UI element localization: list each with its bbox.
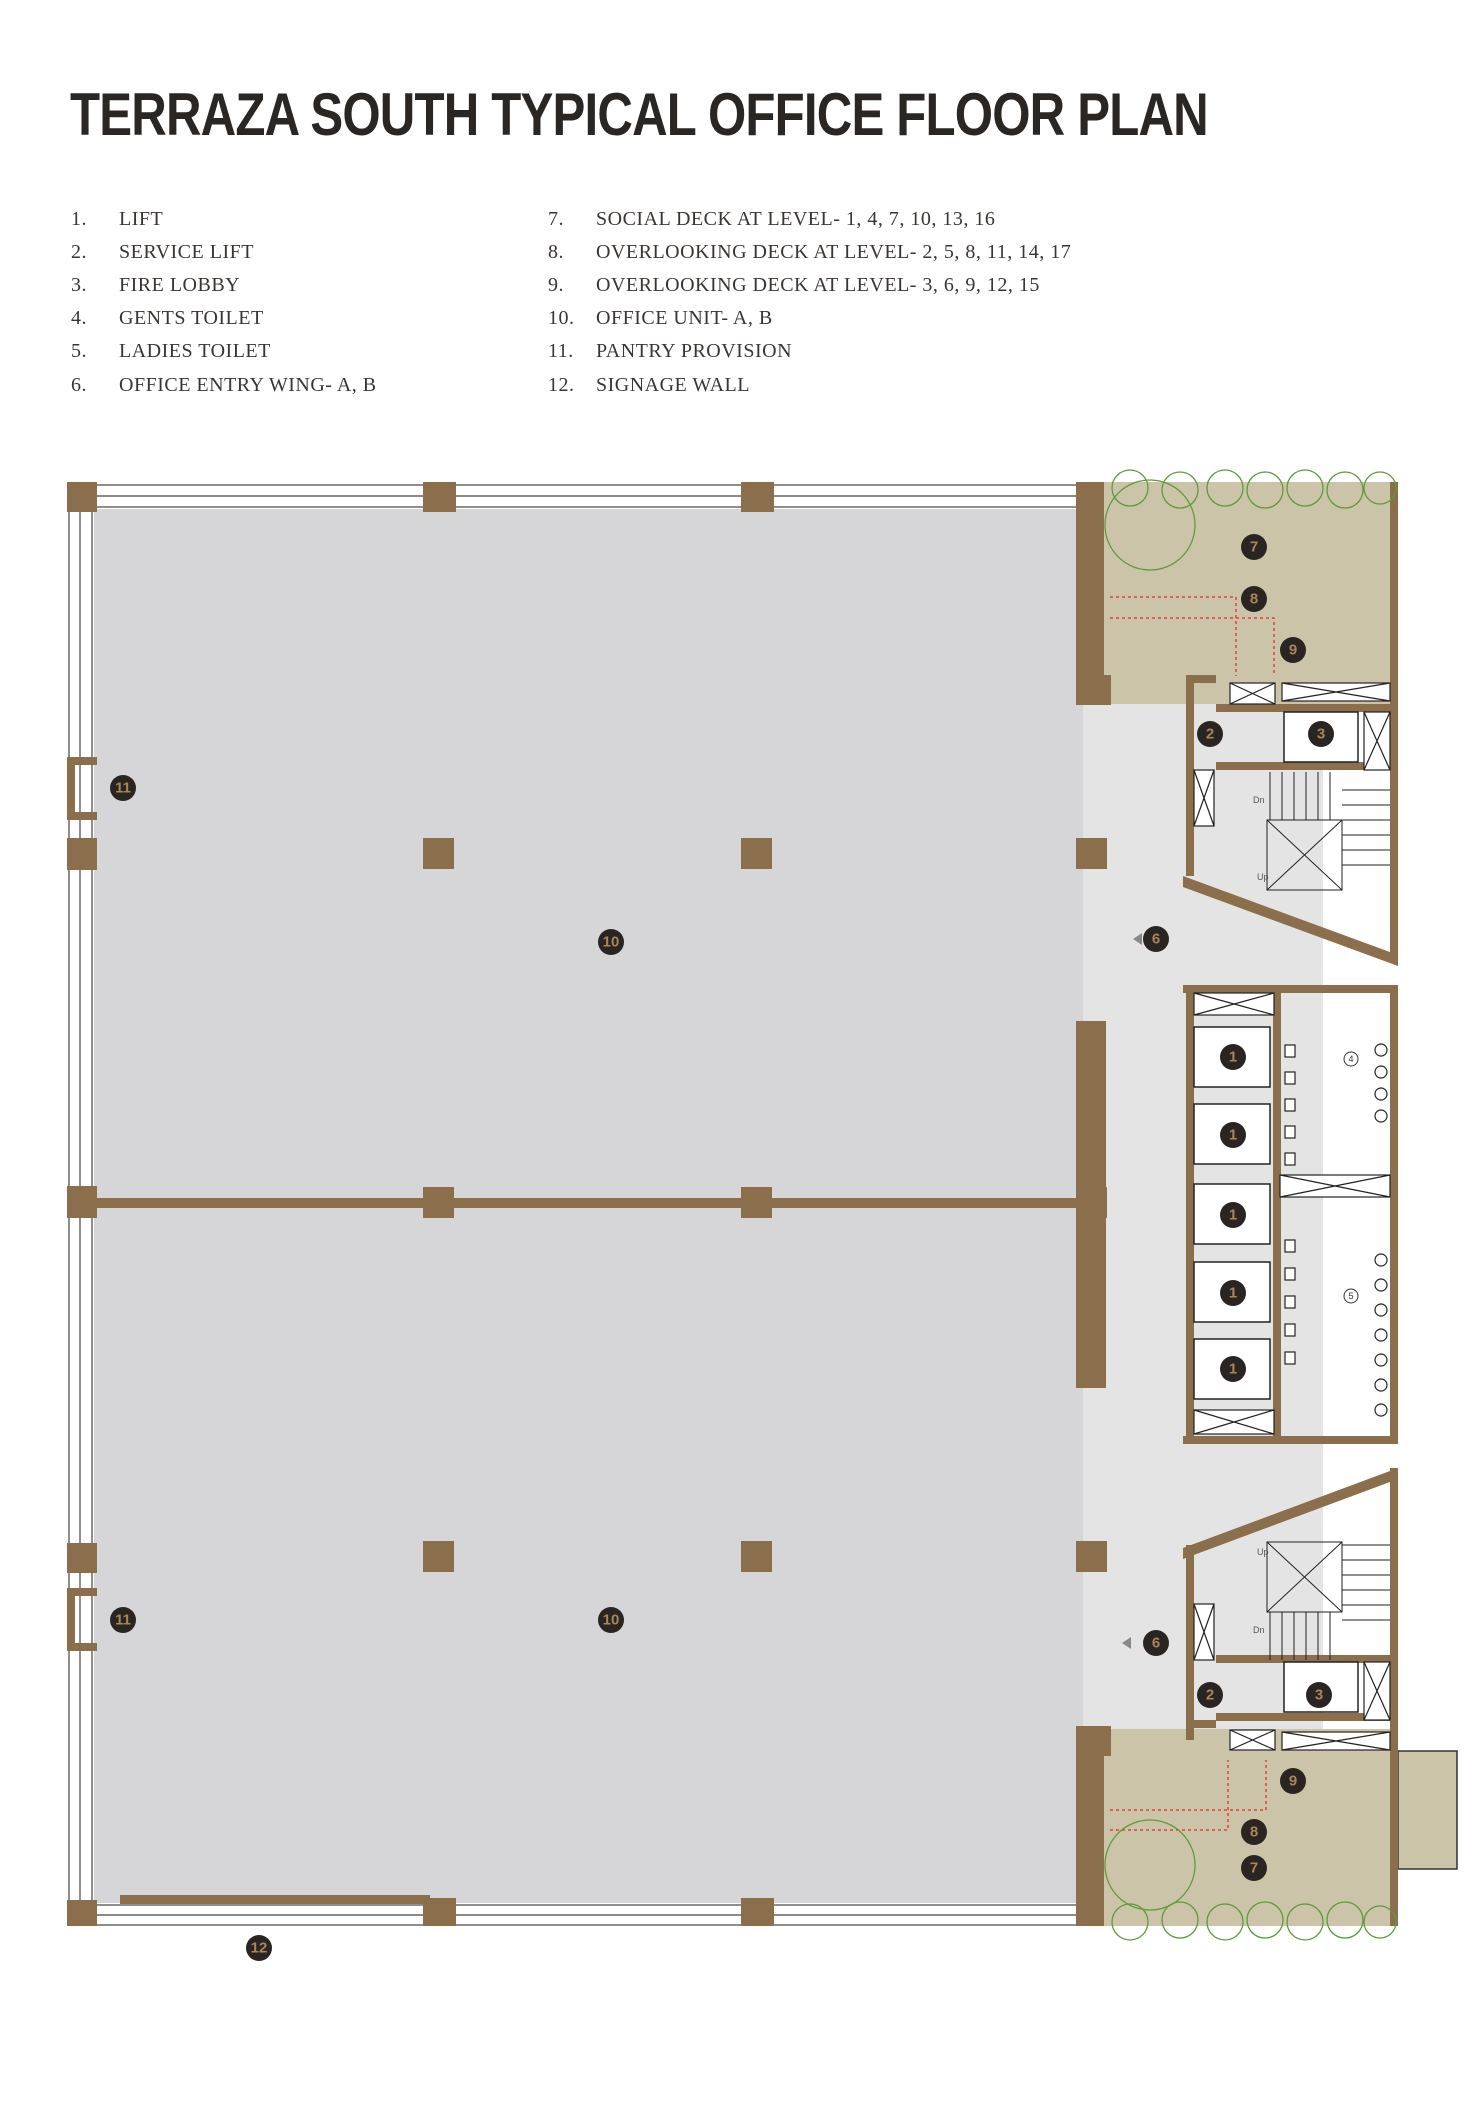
marker-1: 1: [1220, 1202, 1246, 1228]
svg-text:7: 7: [1250, 539, 1258, 556]
entry-arrow-icon: [1122, 1637, 1131, 1649]
marker-6: 6: [1143, 1630, 1169, 1656]
page-title: TERRAZA SOUTH TYPICAL OFFICE FLOOR PLAN: [70, 81, 1209, 148]
svg-text:2: 2: [1206, 726, 1214, 743]
legend-item: 11.PANTRY PROVISION: [548, 340, 793, 362]
marker-9: 9: [1280, 1768, 1306, 1794]
legend-item: 12.SIGNAGE WALL: [548, 374, 750, 396]
marker-3: 3: [1306, 1682, 1332, 1708]
svg-text:10: 10: [603, 1612, 620, 1629]
marker-6: 6: [1143, 926, 1169, 952]
svg-text:2: 2: [1206, 1687, 1214, 1704]
walls: [67, 482, 1398, 1926]
marker-7: 7: [1241, 534, 1267, 560]
svg-text:3: 3: [1315, 1687, 1323, 1704]
staircases: [1266, 772, 1390, 1660]
svg-text:8: 8: [1250, 591, 1258, 608]
svg-text:1: 1: [1229, 1207, 1237, 1224]
svg-text:10: 10: [603, 934, 620, 951]
planter-greenery: [1104, 469, 1397, 1941]
svg-text:6: 6: [1152, 1635, 1160, 1652]
stair-up-label: Up: [1257, 1547, 1269, 1557]
deck-bottom-extension: [1397, 1750, 1458, 1870]
legend-item: 1.LIFT: [71, 208, 164, 230]
legend-item: 2.SERVICE LIFT: [71, 241, 254, 263]
svg-text:3: 3: [1317, 726, 1325, 743]
svg-text:9: 9: [1289, 1773, 1297, 1790]
marker-7: 7: [1241, 1855, 1267, 1881]
deck-outlines: [1110, 596, 1275, 1831]
svg-text:12: 12: [251, 1940, 268, 1957]
svg-text:1: 1: [1229, 1127, 1237, 1144]
marker-1: 1: [1220, 1356, 1246, 1382]
marker-1: 1: [1220, 1122, 1246, 1148]
marker-11: 11: [110, 1607, 136, 1633]
marker-8: 8: [1241, 1819, 1267, 1845]
svg-text:8: 8: [1250, 1824, 1258, 1841]
svg-text:1: 1: [1229, 1361, 1237, 1378]
marker-9: 9: [1280, 637, 1306, 663]
marker-11: 11: [110, 775, 136, 801]
markers: 11 10 11 10 12 7 8 9 2 3 6 1 1 1 1 1 4 5…: [110, 534, 1359, 1961]
marker-4: 4: [1343, 1051, 1359, 1067]
svg-text:11: 11: [115, 1612, 131, 1629]
marker-8: 8: [1241, 586, 1267, 612]
legend-item: 9.OVERLOOKING DECK AT LEVEL- 3, 6, 9, 12…: [548, 274, 1040, 296]
marker-5: 5: [1343, 1288, 1359, 1304]
entry-arrow-icon: [1133, 933, 1142, 945]
marker-3: 3: [1308, 721, 1334, 747]
stair-dn-label: Dn: [1253, 795, 1265, 805]
office-unit-b: [94, 1206, 1084, 1903]
marker-1: 1: [1220, 1280, 1246, 1306]
stair-up-label: Up: [1257, 872, 1269, 882]
marker-10: 10: [598, 1607, 624, 1633]
legend-item: 10.OFFICE UNIT- A, B: [548, 307, 773, 329]
svg-text:7: 7: [1250, 1860, 1258, 1877]
legend-item: 4.GENTS TOILET: [71, 307, 264, 329]
office-unit-a: [94, 509, 1084, 1199]
marker-10: 10: [598, 929, 624, 955]
legend-item: 5.LADIES TOILET: [71, 340, 271, 362]
legend-item: 6.OFFICE ENTRY WING- A, B: [71, 374, 377, 396]
svg-text:4: 4: [1348, 1054, 1353, 1064]
marker-1: 1: [1220, 1044, 1246, 1070]
legend-item: 7.SOCIAL DECK AT LEVEL- 1, 4, 7, 10, 13,…: [548, 208, 996, 230]
svg-text:1: 1: [1229, 1285, 1237, 1302]
svg-text:5: 5: [1348, 1291, 1353, 1301]
svg-text:6: 6: [1152, 931, 1160, 948]
stair-dn-label: Dn: [1253, 1625, 1265, 1635]
structural-columns: [423, 838, 1107, 1572]
marker-12: 12: [246, 1935, 272, 1961]
svg-text:1: 1: [1229, 1049, 1237, 1066]
marker-2: 2: [1197, 1682, 1223, 1708]
service-shafts: [1193, 682, 1391, 1751]
marker-2: 2: [1197, 721, 1223, 747]
legend-item: 8.OVERLOOKING DECK AT LEVEL- 2, 5, 8, 11…: [548, 241, 1072, 263]
svg-text:11: 11: [115, 780, 131, 797]
legend-item: 3.FIRE LOBBY: [71, 274, 241, 296]
svg-text:9: 9: [1289, 642, 1297, 659]
toilet-fixtures: [1279, 1043, 1391, 1417]
